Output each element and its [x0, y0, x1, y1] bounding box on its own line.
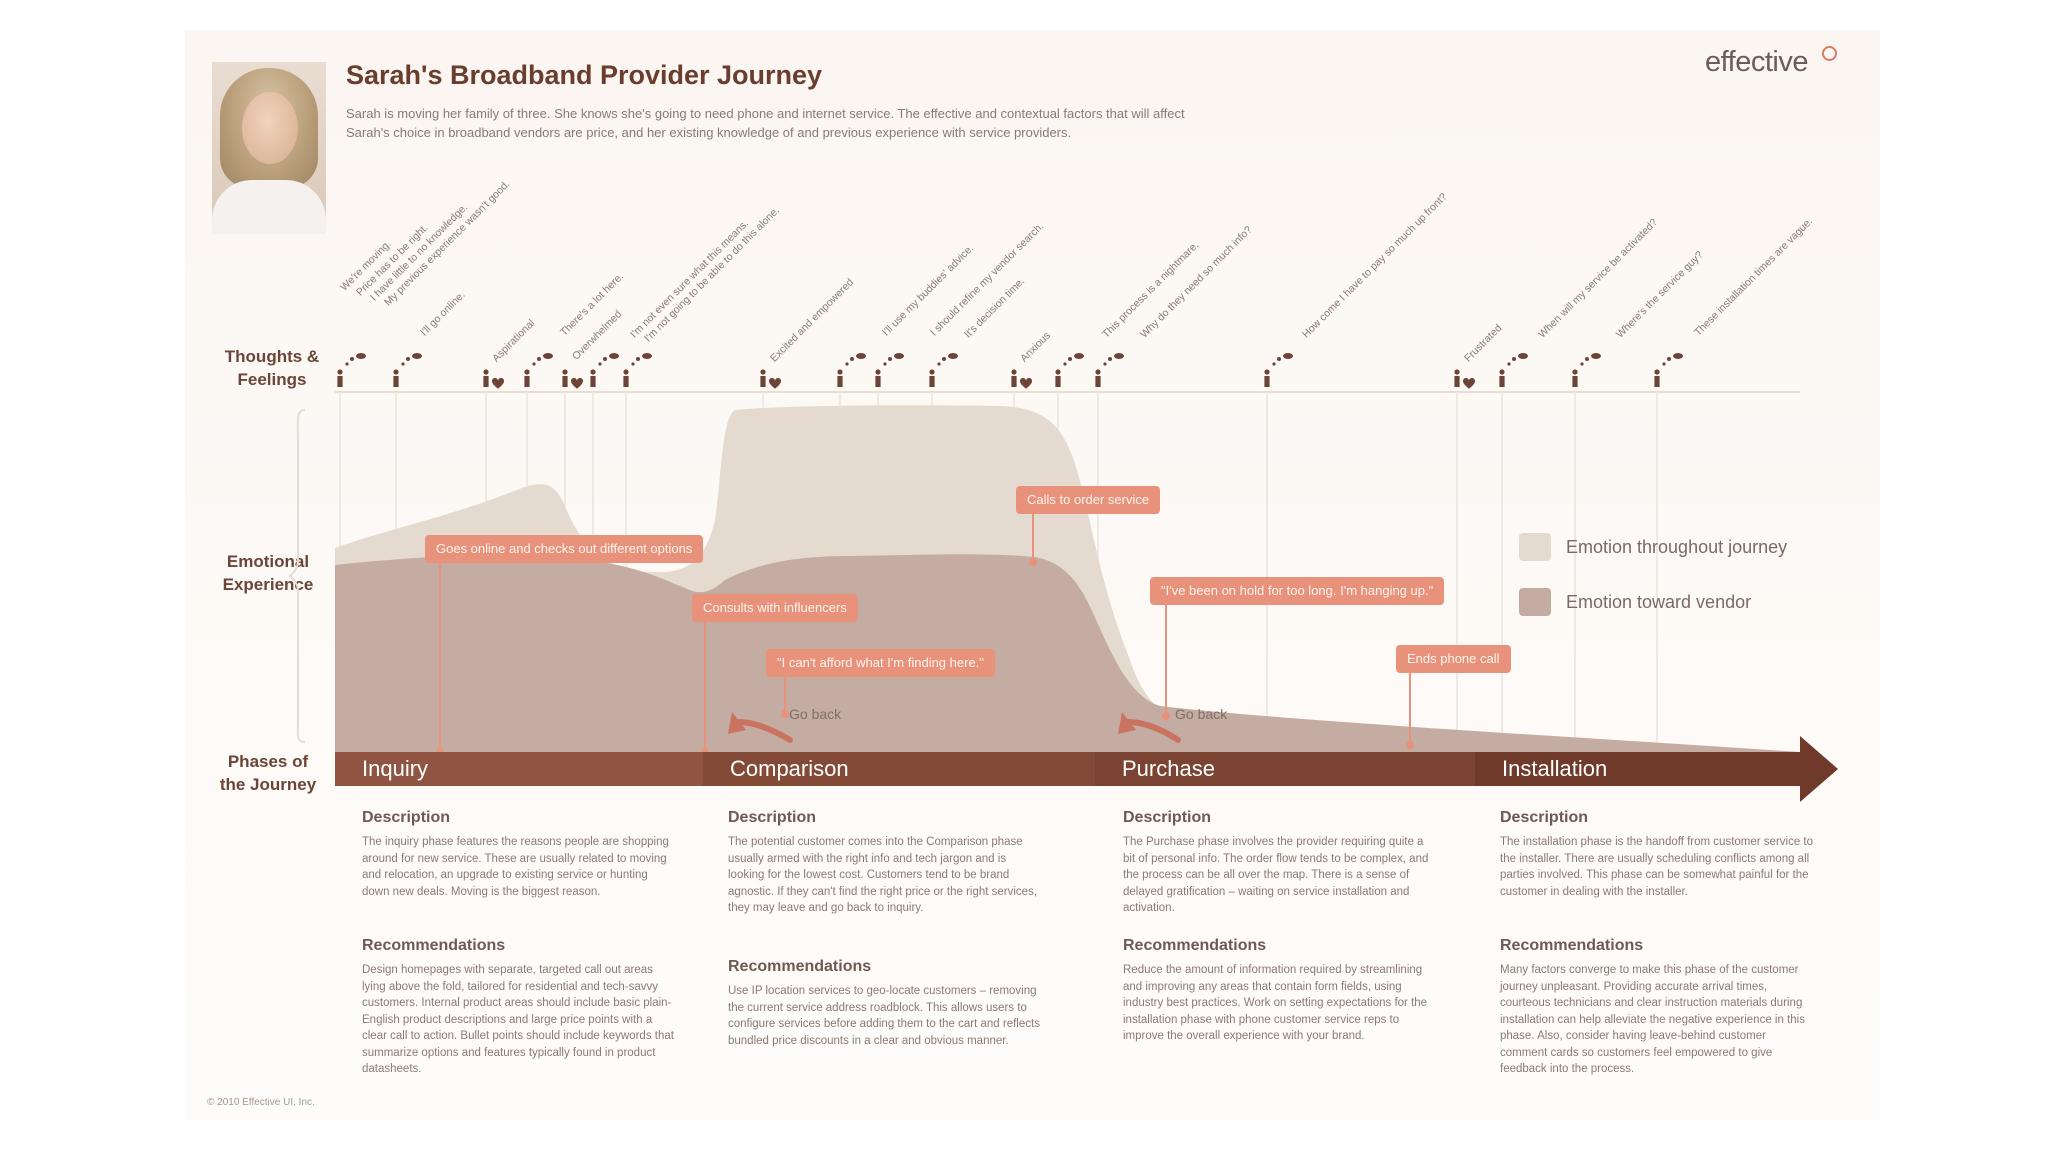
- comparison-recommendations-heading: Recommendations: [728, 958, 871, 976]
- callout-consults: Consults with influencers: [692, 594, 858, 622]
- installation-description: The installation phase is the handoff fr…: [1500, 834, 1815, 900]
- phase-bar-arrowhead: [1800, 736, 1838, 802]
- phase-purchase: Purchase: [1095, 752, 1475, 786]
- phase-inquiry: Inquiry: [335, 752, 703, 786]
- callout-cant-afford: "I can't afford what I'm finding here.": [766, 649, 995, 677]
- callout-calls-to-order: Calls to order service: [1016, 486, 1160, 514]
- legend-swatch-throughout: [1519, 533, 1551, 561]
- thought-icons: [337, 353, 1683, 389]
- purchase-description: The Purchase phase involves the provider…: [1123, 834, 1438, 917]
- comparison-description: The potential customer comes into the Co…: [728, 834, 1043, 917]
- go-back-label: Go back: [789, 706, 841, 722]
- installation-recommendations-heading: Recommendations: [1500, 937, 1643, 955]
- purchase-recommendations: Reduce the amount of information require…: [1123, 962, 1438, 1045]
- installation-description-heading: Description: [1500, 809, 1588, 827]
- phase-comparison: Comparison: [703, 752, 1095, 786]
- comparison-description-heading: Description: [728, 809, 816, 827]
- emotion-bracket: [290, 410, 305, 742]
- inquiry-recommendations-heading: Recommendations: [362, 937, 505, 955]
- inquiry-description-heading: Description: [362, 809, 450, 827]
- installation-recommendations: Many factors converge to make this phase…: [1500, 962, 1815, 1078]
- purchase-description-heading: Description: [1123, 809, 1211, 827]
- inquiry-recommendations: Design homepages with separate, targeted…: [362, 962, 677, 1078]
- comparison-recommendations: Use IP location services to geo-locate c…: [728, 983, 1043, 1049]
- legend-label-vendor: Emotion toward vendor: [1566, 592, 1751, 613]
- phase-installation: Installation: [1475, 752, 1800, 786]
- legend-swatch-vendor: [1519, 588, 1551, 616]
- inquiry-description: The inquiry phase features the reasons p…: [362, 834, 677, 900]
- callout-on-hold: "I've been on hold for too long. I'm han…: [1150, 577, 1444, 605]
- go-back-label: Go back: [1175, 706, 1227, 722]
- purchase-recommendations-heading: Recommendations: [1123, 937, 1266, 955]
- emotion-vendor-area: [335, 554, 1800, 752]
- legend-label-throughout: Emotion throughout journey: [1566, 537, 1787, 558]
- copyright: © 2010 Effective UI, Inc.: [207, 1097, 315, 1108]
- callout-ends-call: Ends phone call: [1396, 645, 1511, 673]
- callout-goes-online: Goes online and checks out different opt…: [425, 535, 703, 563]
